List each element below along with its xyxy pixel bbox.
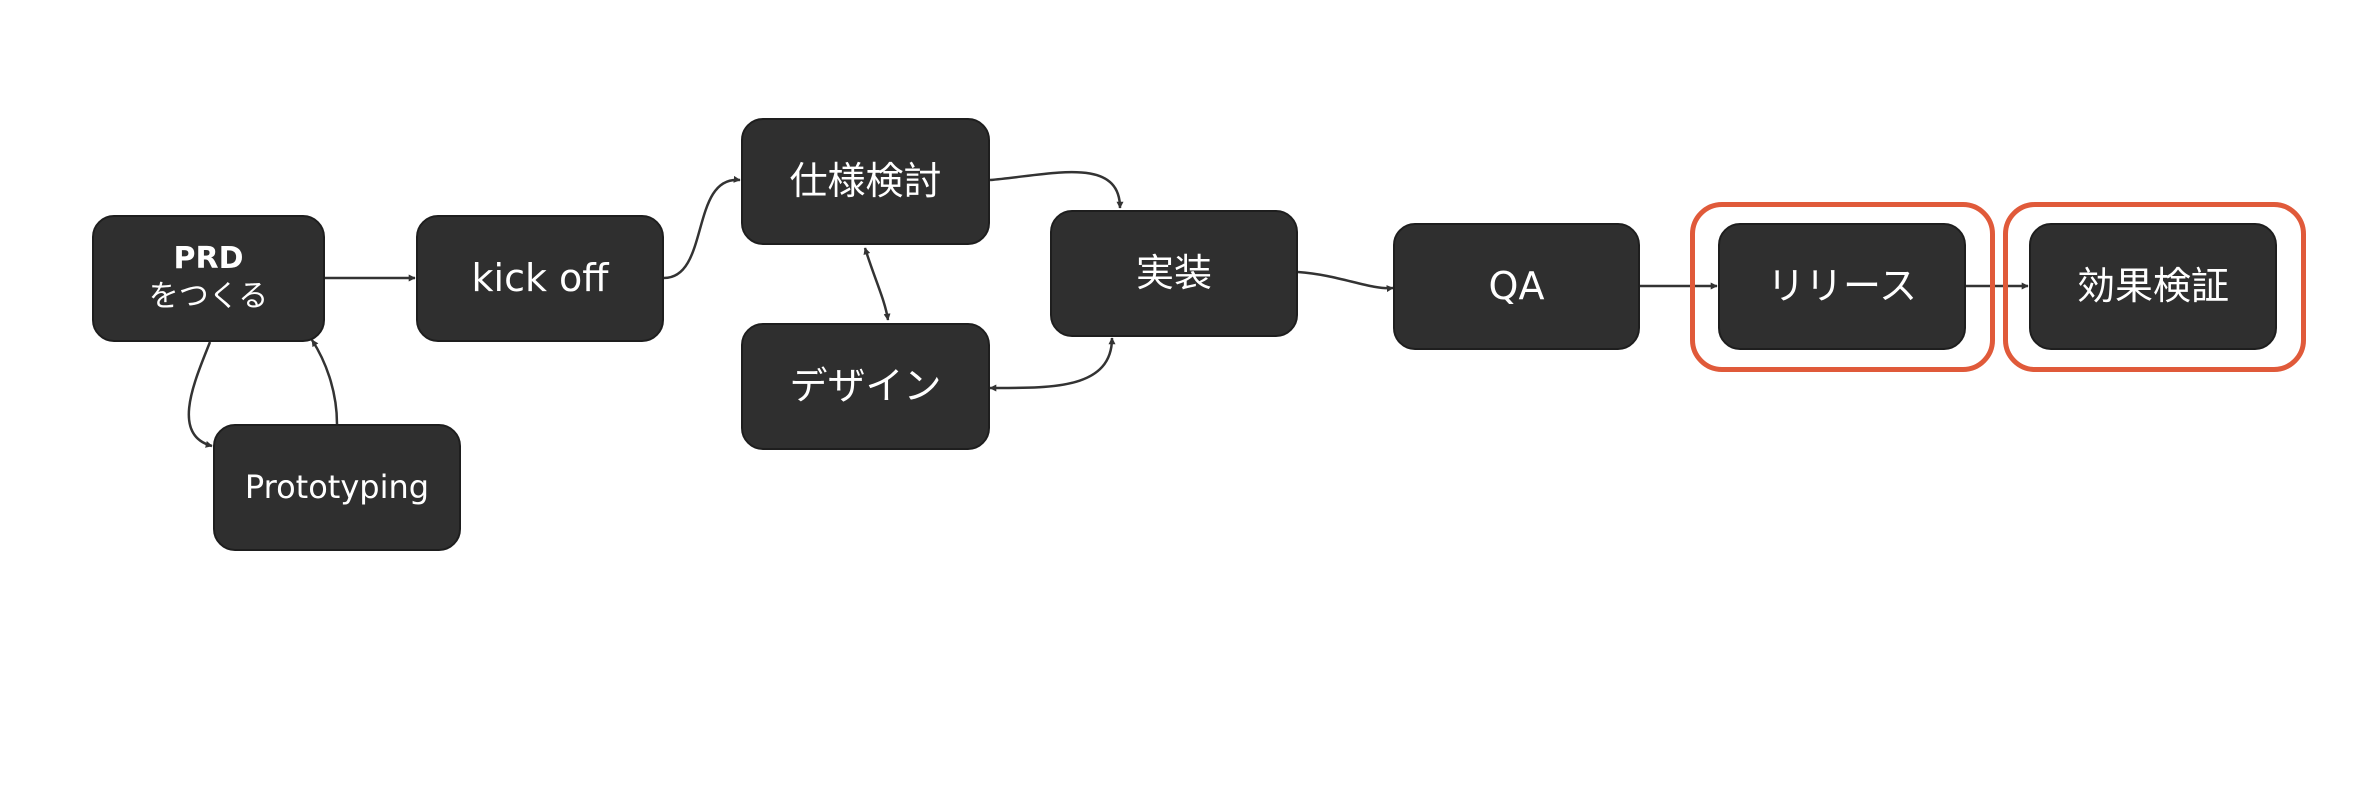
edge-spec-design (863, 247, 891, 321)
node-prototyping[interactable]: Prototyping (213, 424, 461, 551)
node-prd[interactable]: PRD をつくる (92, 215, 325, 342)
node-effect[interactable]: 効果検証 (2029, 223, 2277, 350)
node-spec-label: 仕様検討 (789, 158, 942, 203)
edge-design-implementation (989, 337, 1116, 392)
node-design-label: デザイン (789, 363, 942, 408)
node-prd-title: PRD (173, 241, 244, 276)
release-highlight-frame (1690, 202, 1995, 372)
edge-implementation-to-qa (1297, 270, 1394, 293)
edge-prototyping-to-prd (310, 339, 339, 425)
node-prototyping-label: Prototyping (244, 468, 430, 507)
effect-highlight-frame (2003, 202, 2306, 372)
node-spec[interactable]: 仕様検討 (741, 118, 990, 245)
edge-spec-to-implementation (989, 170, 1124, 209)
node-design[interactable]: デザイン (741, 323, 990, 450)
edge-kickoff-to-spec (663, 175, 741, 280)
node-effect-label: 効果検証 (2076, 263, 2229, 308)
node-qa-label: QA (1488, 263, 1545, 308)
node-kickoff-label: kick off (471, 255, 609, 300)
node-implementation[interactable]: 実装 (1050, 210, 1298, 337)
edge-prd-to-prototyping (187, 341, 213, 448)
node-release[interactable]: リリース (1718, 223, 1966, 350)
node-qa[interactable]: QA (1393, 223, 1640, 350)
node-prd-subtitle: をつくる (148, 279, 269, 314)
node-implementation-label: 実装 (1135, 250, 1212, 295)
node-release-label: リリース (1766, 263, 1918, 308)
node-kickoff[interactable]: kick off (416, 215, 664, 342)
